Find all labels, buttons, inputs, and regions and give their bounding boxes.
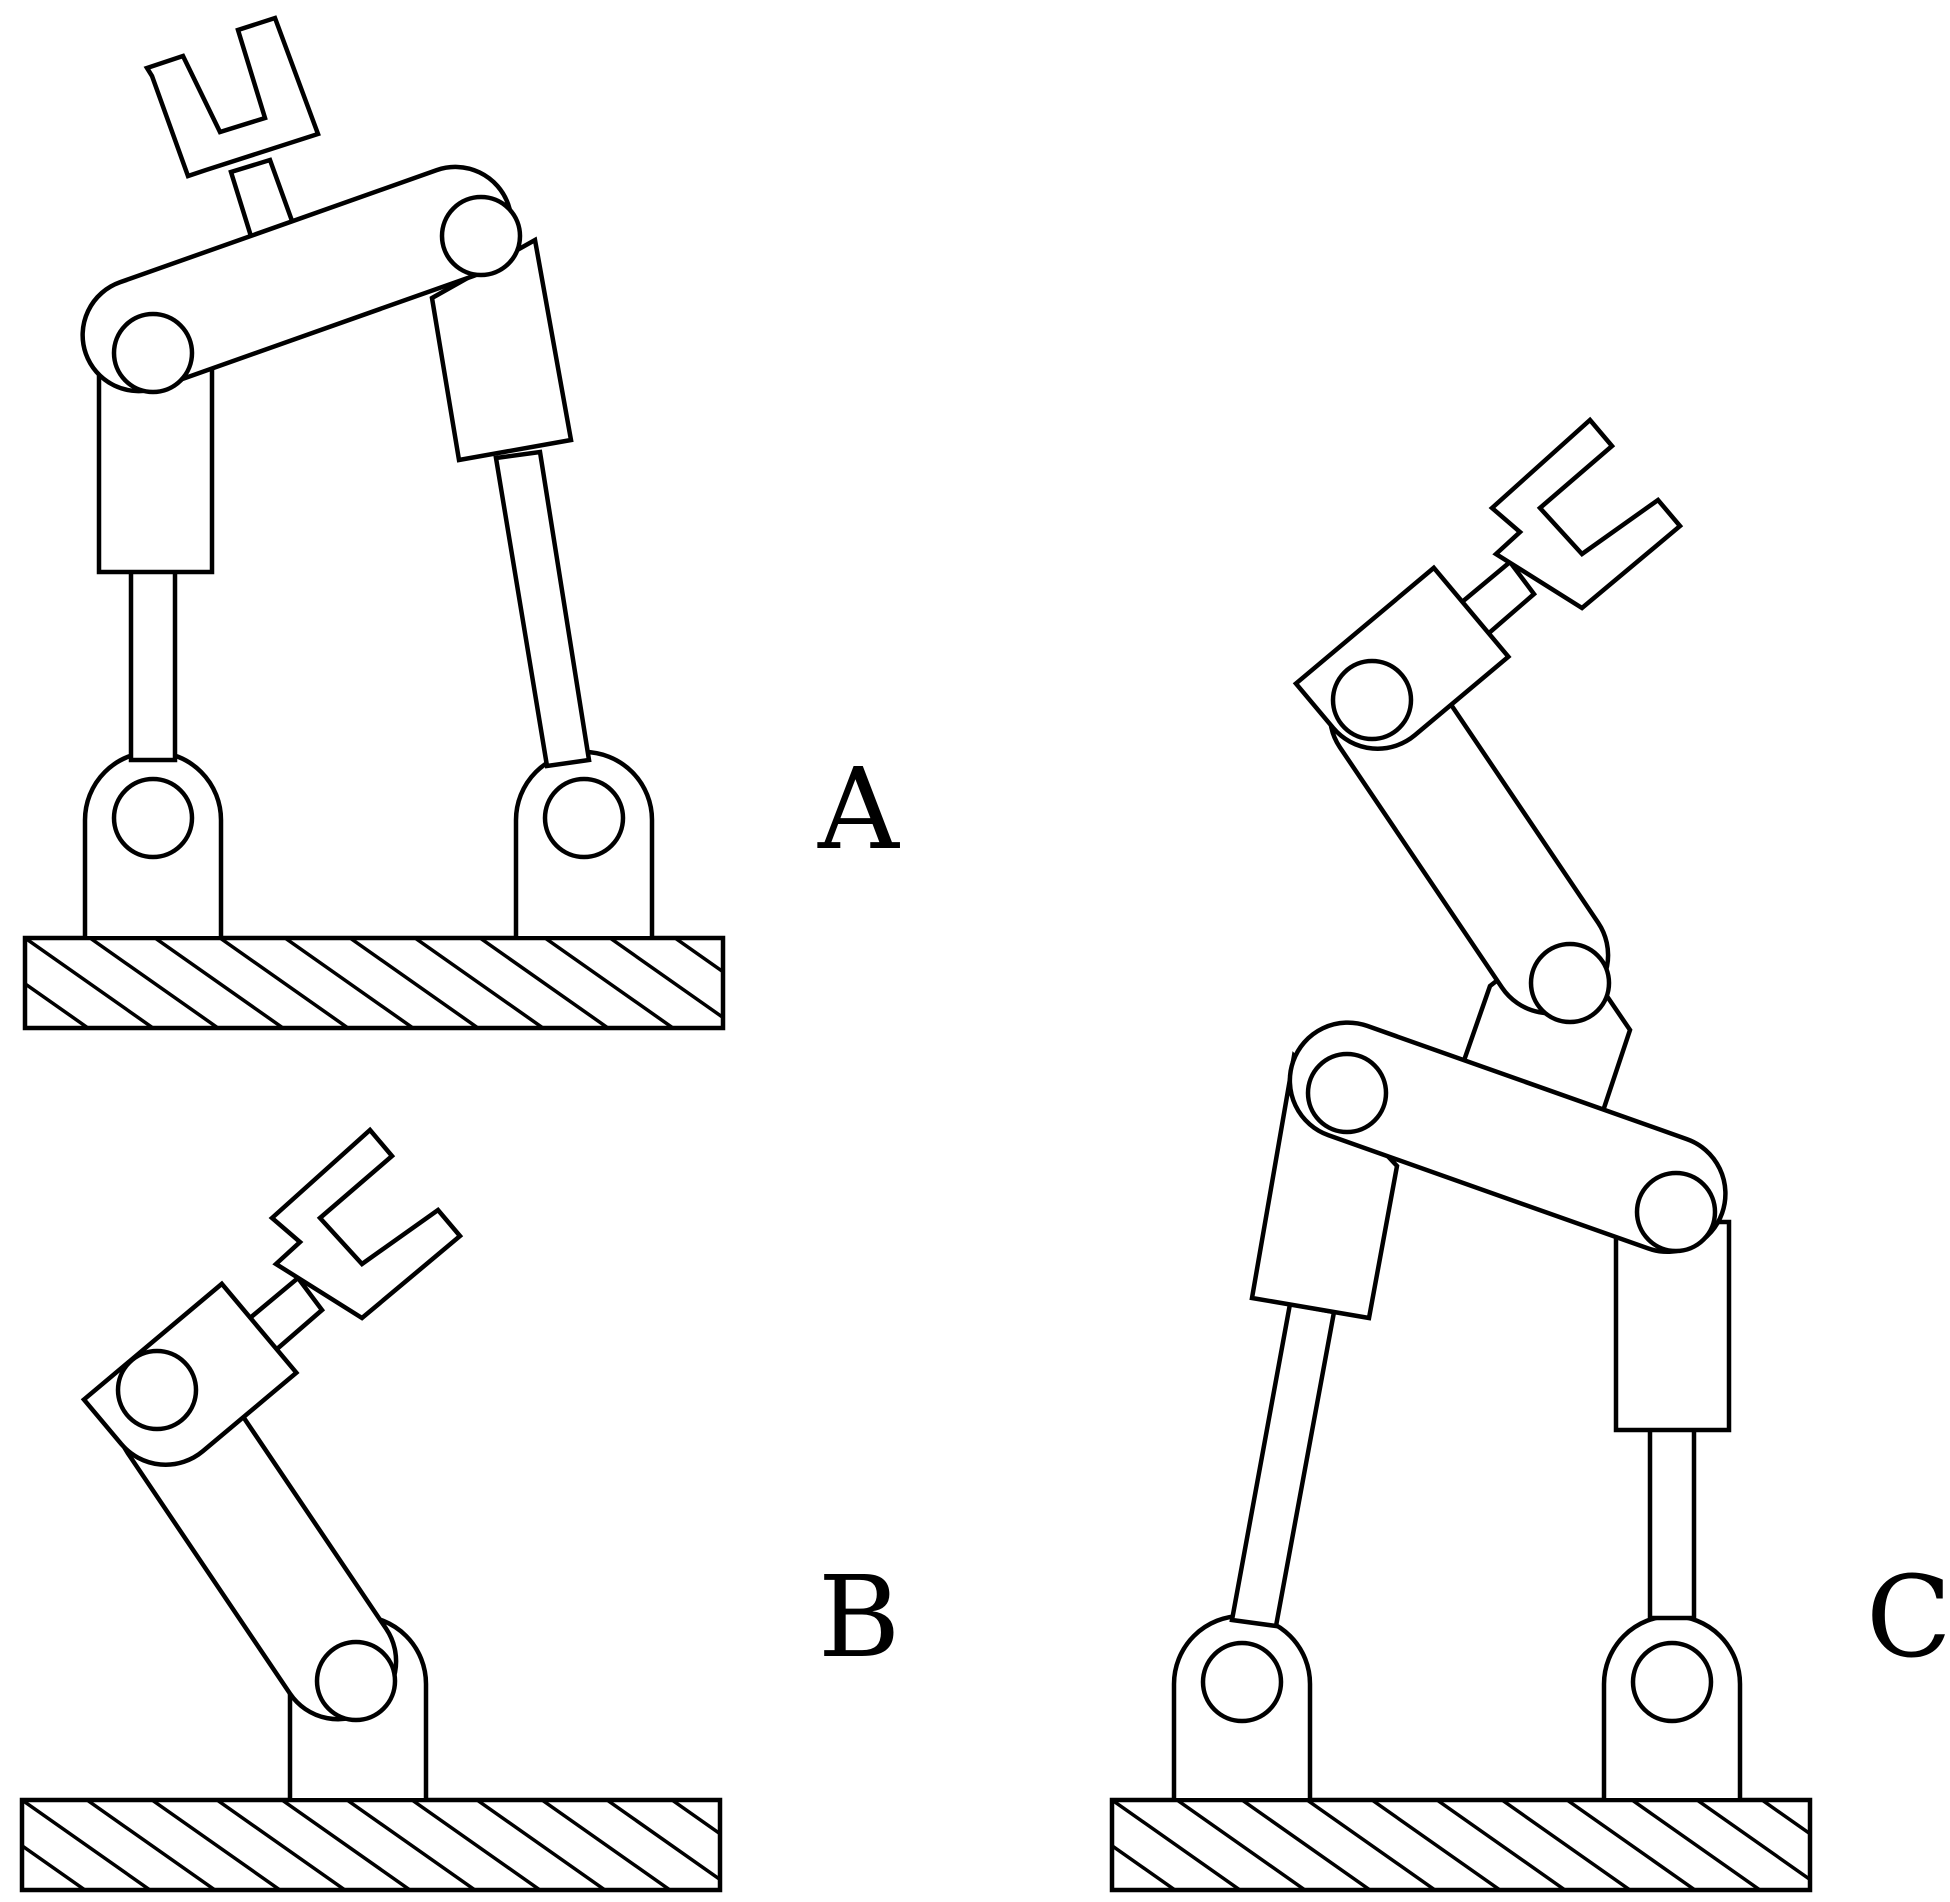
pin-right-base-a [542,776,626,860]
mechanism-c: C [1109,416,1950,1893]
label-c: C [1866,1553,1950,1683]
pin-left-base-a [111,776,195,860]
hatching-c [1112,1800,1810,1890]
pin-elbow-c [1528,941,1612,1025]
gripper-a [143,15,321,179]
pin-upper-right-a [439,194,523,278]
pin-left-base-c [1200,1640,1284,1724]
label-b: B [818,1553,900,1683]
mechanism-b: B [19,1126,900,1893]
gripper-b [268,1126,464,1321]
base-c [1109,1797,1813,1893]
mechanism-a: A [22,15,900,1031]
pin-lower-b [314,1639,398,1723]
piston-rod-left-c [1229,1301,1337,1629]
piston-rod-right-a [493,449,592,769]
pin-lower-right-c [1634,1170,1718,1254]
pin-upper-left-a [111,311,195,395]
cylinder-left-a [96,357,215,575]
pin-right-base-c [1630,1640,1714,1724]
cylinder-left-c [1249,1051,1400,1321]
label-a: A [817,745,900,875]
base-b [19,1797,723,1893]
hatching-b [22,1800,720,1890]
base-a [22,935,726,1031]
gripper-c [1488,416,1684,611]
pin-lower-left-c [1305,1051,1389,1135]
hatching-a [25,938,723,1028]
pin-upper-c [1330,658,1414,742]
piston-rod-left-a [128,567,178,763]
piston-rod-right-c [1647,1425,1697,1621]
pin-upper-b [115,1348,199,1432]
lower-link-c [1287,1020,1728,1254]
